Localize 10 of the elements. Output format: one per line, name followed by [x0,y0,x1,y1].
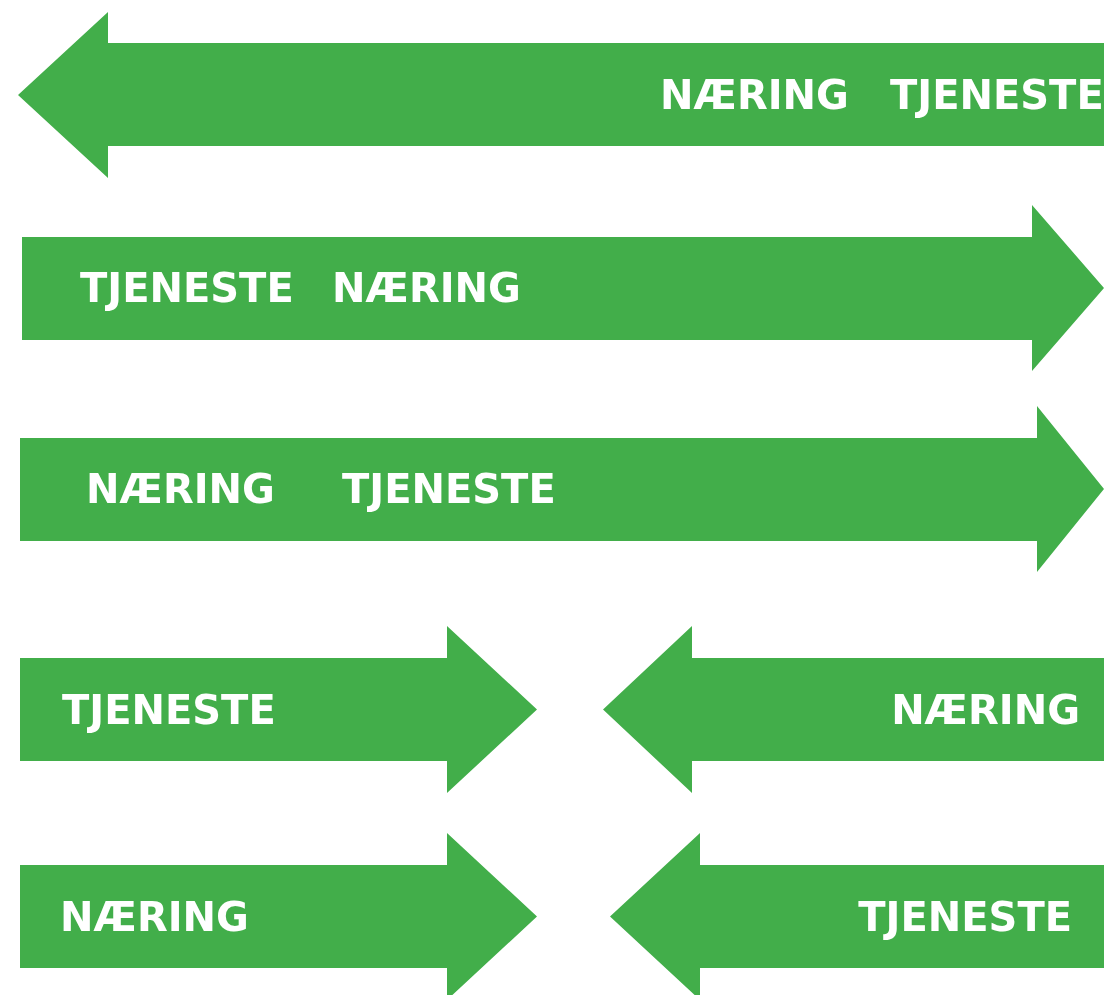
arrow-label: NÆRING [60,892,249,941]
arrow-label: TJENESTE [62,685,276,734]
arrow-label: TJENESTE [890,71,1104,119]
arrow-label: TJENESTE [342,465,556,513]
arrow-label: NÆRING [86,465,275,513]
arrow-label: TJENESTE [858,892,1072,941]
arrow-label: NÆRING [332,264,521,312]
arrow-label: NÆRING [891,685,1080,734]
arrow-label: TJENESTE [80,264,294,312]
arrow-label: NÆRING [660,71,849,119]
